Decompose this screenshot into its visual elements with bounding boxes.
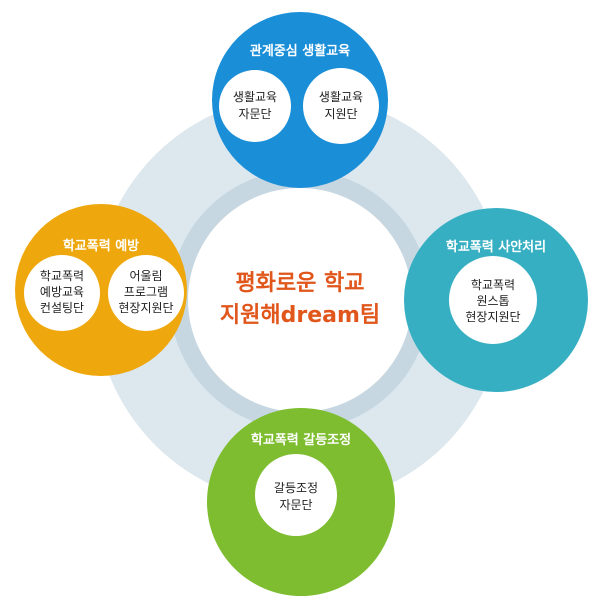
node-title: 관계중심 생활교육 bbox=[250, 43, 350, 59]
center-title: 평화로운 학교 지원해dream팀 bbox=[220, 271, 380, 328]
node-relationship-education: 관계중심 생활교육 생활교육 자문단 생활교육 지원단 bbox=[212, 12, 388, 188]
sub-circle bbox=[255, 454, 337, 536]
sub-label: 예방교육 bbox=[40, 285, 84, 299]
sub-label: 자문단 bbox=[238, 107, 271, 121]
sub-circle bbox=[449, 256, 537, 344]
sub-label: 생활교육 bbox=[233, 90, 277, 104]
sub-label: 지원단 bbox=[324, 107, 357, 121]
sub-circle bbox=[303, 68, 379, 144]
sub-label: 원스톱 bbox=[476, 294, 509, 308]
node-incident-handling: 학교폭력 사안처리 학교폭력 원스톱 현장지원단 bbox=[404, 208, 588, 392]
node-title: 학교폭력 예방 bbox=[63, 238, 139, 254]
sub-label: 컨설팅단 bbox=[40, 301, 84, 315]
center-title-line1: 평화로운 학교 bbox=[235, 271, 364, 296]
sub-label: 학교폭력 bbox=[40, 269, 84, 283]
sub-label: 현장지원단 bbox=[465, 310, 520, 324]
sub-label: 현장지원단 bbox=[118, 301, 173, 315]
sub-label: 갈등조정 bbox=[274, 481, 318, 495]
sub-circle bbox=[108, 255, 184, 331]
node-title: 학교폭력 갈등조정 bbox=[251, 432, 351, 448]
sub-label: 학교폭력 bbox=[471, 278, 515, 292]
node-conflict-mediation: 학교폭력 갈등조정 갈등조정 자문단 bbox=[207, 408, 395, 596]
node-title: 학교폭력 사안처리 bbox=[446, 239, 546, 255]
node-violence-prevention: 학교폭력 예방 학교폭력 예방교육 컨설팅단 어울림 프로그램 현장지원단 bbox=[15, 204, 187, 376]
sub-circle bbox=[219, 70, 291, 142]
sub-circle bbox=[24, 255, 100, 331]
sub-label: 자문단 bbox=[279, 498, 312, 512]
ring-center bbox=[188, 188, 412, 412]
sub-label: 생활교육 bbox=[319, 90, 363, 104]
sub-label: 프로그램 bbox=[124, 285, 168, 299]
center-title-line2: 지원해dream팀 bbox=[220, 303, 380, 328]
sub-label: 어울림 bbox=[129, 269, 162, 283]
